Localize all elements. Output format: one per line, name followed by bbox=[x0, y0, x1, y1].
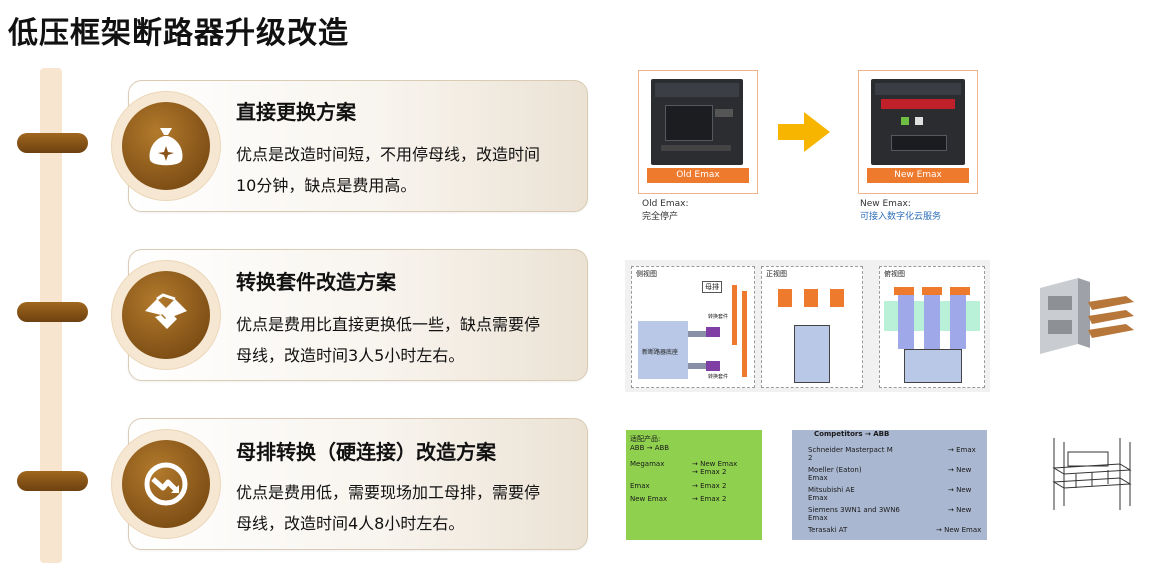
breaker-label: 新断路器底座 bbox=[642, 349, 679, 356]
competitor-row-from: Schneider Masterpact M 2 bbox=[808, 446, 893, 462]
money-bag-icon bbox=[149, 128, 183, 166]
card-desc-line: 10分钟，缺点是费用高。 bbox=[236, 176, 417, 195]
card-desc-line: 母线，改造时间4人8小时左右。 bbox=[236, 514, 465, 533]
new-emax-label: New Emax bbox=[867, 168, 969, 183]
kit-label-2: 转换套件 bbox=[708, 374, 729, 380]
card-desc-2: 优点是费用比直接更换低一些，缺点需要停 母线，改造时间3人5小时左右。 bbox=[236, 309, 576, 371]
competitor-row-from: Siemens 3WN1 and 3WN6 Emax bbox=[808, 506, 900, 522]
old-emax-caption-1: Old Emax: bbox=[642, 199, 689, 209]
card-desc-3: 优点是费用低，需要现场加工母排，需要停 母线，改造时间4人8小时左右。 bbox=[236, 477, 576, 539]
side-view-title: 侧视图 bbox=[636, 270, 657, 278]
card-title-3: 母排转换（硬连接）改造方案 bbox=[236, 440, 496, 464]
abb-row-to: → New Emax → Emax 2 bbox=[692, 460, 738, 476]
new-emax-caption-1: New Emax: bbox=[860, 199, 911, 209]
competitor-row-from: Mitsubishi AE Emax bbox=[808, 486, 855, 502]
rack-drawing bbox=[1046, 434, 1138, 514]
timeline-marker-3 bbox=[17, 471, 88, 491]
abb-row-from: Megamax bbox=[630, 460, 665, 468]
old-emax-image: Old Emax bbox=[638, 70, 758, 194]
top-view-title: 俯视图 bbox=[884, 270, 905, 278]
kit-photo bbox=[1030, 272, 1140, 362]
abb-row-from: Emax bbox=[630, 482, 650, 490]
card-desc-line: 优点是改造时间短，不用停母线，改造时间 bbox=[236, 145, 541, 164]
card-desc-line: 优点是费用低，需要现场加工母排，需要停 bbox=[236, 483, 541, 502]
handshake-icon bbox=[145, 293, 187, 329]
competitor-row-from: Terasaki AT bbox=[808, 526, 848, 534]
kit-label-1: 转换套件 bbox=[708, 314, 729, 320]
competitor-row-to: → Emax bbox=[948, 446, 976, 454]
page-title: 低压框架断路器升级改造 bbox=[8, 16, 349, 51]
abb-replace-table: 适配产品: ABB → ABB Megamax → New Emax → Ema… bbox=[626, 430, 762, 540]
conversion-kit-drawing: 侧视图 新断路器底座 转换套件 转换套件 母排 正视图 俯视图 bbox=[625, 260, 990, 392]
new-emax-caption: New Emax: 可接入数字化云服务 bbox=[860, 199, 941, 222]
trend-down-icon bbox=[144, 462, 188, 506]
abb-row-to: → Emax 2 bbox=[692, 482, 727, 490]
abb-row-to: → Emax 2 bbox=[692, 495, 727, 503]
old-emax-caption: Old Emax: 完全停产 bbox=[642, 199, 689, 222]
timeline-marker-1 bbox=[17, 133, 88, 153]
front-view-title: 正视图 bbox=[766, 270, 787, 278]
card-desc-line: 优点是费用比直接更换低一些，缺点需要停 bbox=[236, 315, 541, 334]
abb-table-header-2: ABB → ABB bbox=[630, 444, 670, 452]
competitor-row-from: Moeller (Eaton) Emax bbox=[808, 466, 862, 482]
icon-circle-2 bbox=[112, 261, 220, 369]
new-emax-image: New Emax bbox=[858, 70, 978, 194]
top-view-panel: 俯视图 bbox=[879, 266, 985, 388]
icon-circle-3 bbox=[112, 430, 220, 538]
abb-table-header: 适配产品: ABB → ABB bbox=[630, 434, 669, 452]
timeline-marker-2 bbox=[17, 302, 88, 322]
icon-circle-1 bbox=[112, 92, 220, 200]
competitor-row-to: → New bbox=[948, 466, 972, 474]
competitor-replace-table: Competitors → ABB Schneider Masterpact M… bbox=[792, 430, 987, 540]
abb-table-header-1: 适配产品: bbox=[630, 435, 661, 443]
arrow-right-icon bbox=[778, 112, 830, 152]
copper-label: 母排 bbox=[702, 281, 722, 293]
card-title-2: 转换套件改造方案 bbox=[236, 270, 396, 294]
competitor-row-to: → New bbox=[948, 486, 972, 494]
front-view-panel: 正视图 bbox=[761, 266, 863, 388]
side-view-panel: 侧视图 新断路器底座 转换套件 转换套件 母排 bbox=[631, 266, 755, 388]
old-emax-caption-2: 完全停产 bbox=[642, 212, 679, 222]
abb-row-from: New Emax bbox=[630, 495, 668, 503]
card-desc-1: 优点是改造时间短，不用停母线，改造时间 10分钟，缺点是费用高。 bbox=[236, 139, 576, 201]
competitor-table-header: Competitors → ABB bbox=[814, 430, 890, 438]
card-desc-line: 母线，改造时间3人5小时左右。 bbox=[236, 346, 465, 365]
old-emax-label: Old Emax bbox=[647, 168, 749, 183]
new-emax-caption-2: 可接入数字化云服务 bbox=[860, 212, 942, 222]
competitor-row-to: → New Emax bbox=[936, 526, 982, 534]
competitor-row-to: → New bbox=[948, 506, 972, 514]
card-title-1: 直接更换方案 bbox=[236, 100, 356, 124]
